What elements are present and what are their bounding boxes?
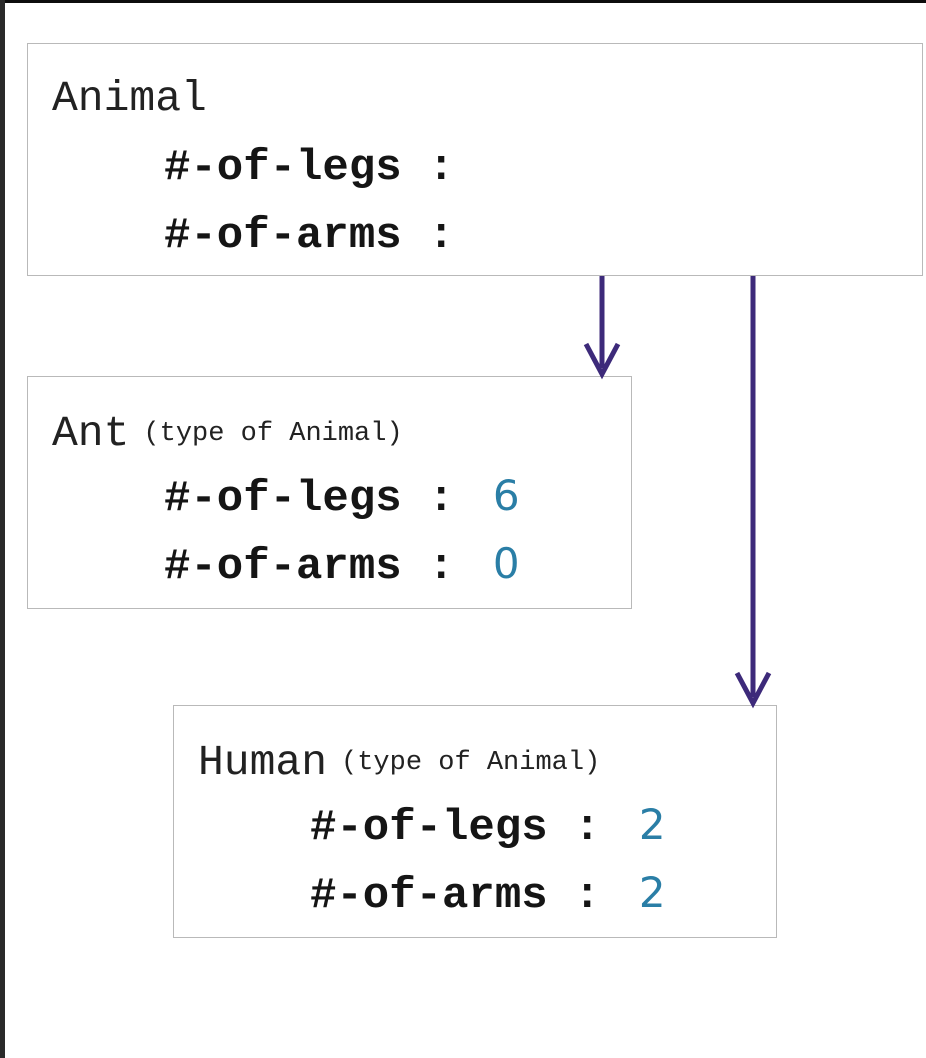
ant-title-text: Ant (52, 409, 130, 458)
field-separator: : (428, 542, 455, 592)
field-separator: : (428, 143, 455, 193)
field-name: #-of-legs (310, 803, 548, 853)
field-separator: : (428, 211, 455, 261)
field-name: #-of-arms (164, 542, 402, 592)
field-name: #-of-legs (164, 143, 402, 193)
field-value: 6 (492, 471, 520, 520)
field-name: #-of-arms (164, 211, 402, 261)
human-title: Human (type of Animal) (198, 741, 600, 784)
human-title-text: Human (198, 738, 328, 787)
field-value: 2 (638, 800, 666, 849)
ant-subtitle: (type of Animal) (143, 419, 403, 449)
animal-field-arms: #-of-arms : (164, 212, 466, 258)
field-separator: : (428, 474, 455, 524)
left-border (0, 0, 5, 1058)
ant-field-arms: #-of-arms : 0 (164, 542, 520, 592)
ant-box: Ant (type of Animal) #-of-legs : 6 #-of-a… (27, 376, 632, 609)
ant-title: Ant (type of Animal) (52, 412, 403, 455)
human-box: Human (type of Animal) #-of-legs : 2 #-of… (173, 705, 777, 938)
human-subtitle: (type of Animal) (341, 748, 601, 778)
animal-box: Animal #-of-legs : #-of-arms : (27, 43, 923, 276)
arrow-animal-to-ant-head (583, 342, 621, 380)
animal-title-text: Animal (52, 74, 207, 123)
animal-title: Animal (52, 77, 207, 120)
human-field-legs: #-of-legs : 2 (310, 803, 666, 853)
field-name: #-of-arms (310, 871, 548, 921)
top-border (0, 0, 926, 3)
human-field-arms: #-of-arms : 2 (310, 871, 666, 921)
arrow-animal-to-human-head (734, 671, 772, 709)
field-separator: : (574, 803, 601, 853)
field-value: 2 (638, 868, 666, 917)
animal-field-legs: #-of-legs : (164, 144, 466, 190)
field-name: #-of-legs (164, 474, 402, 524)
ant-field-legs: #-of-legs : 6 (164, 474, 520, 524)
field-value: 0 (492, 539, 520, 588)
field-separator: : (574, 871, 601, 921)
